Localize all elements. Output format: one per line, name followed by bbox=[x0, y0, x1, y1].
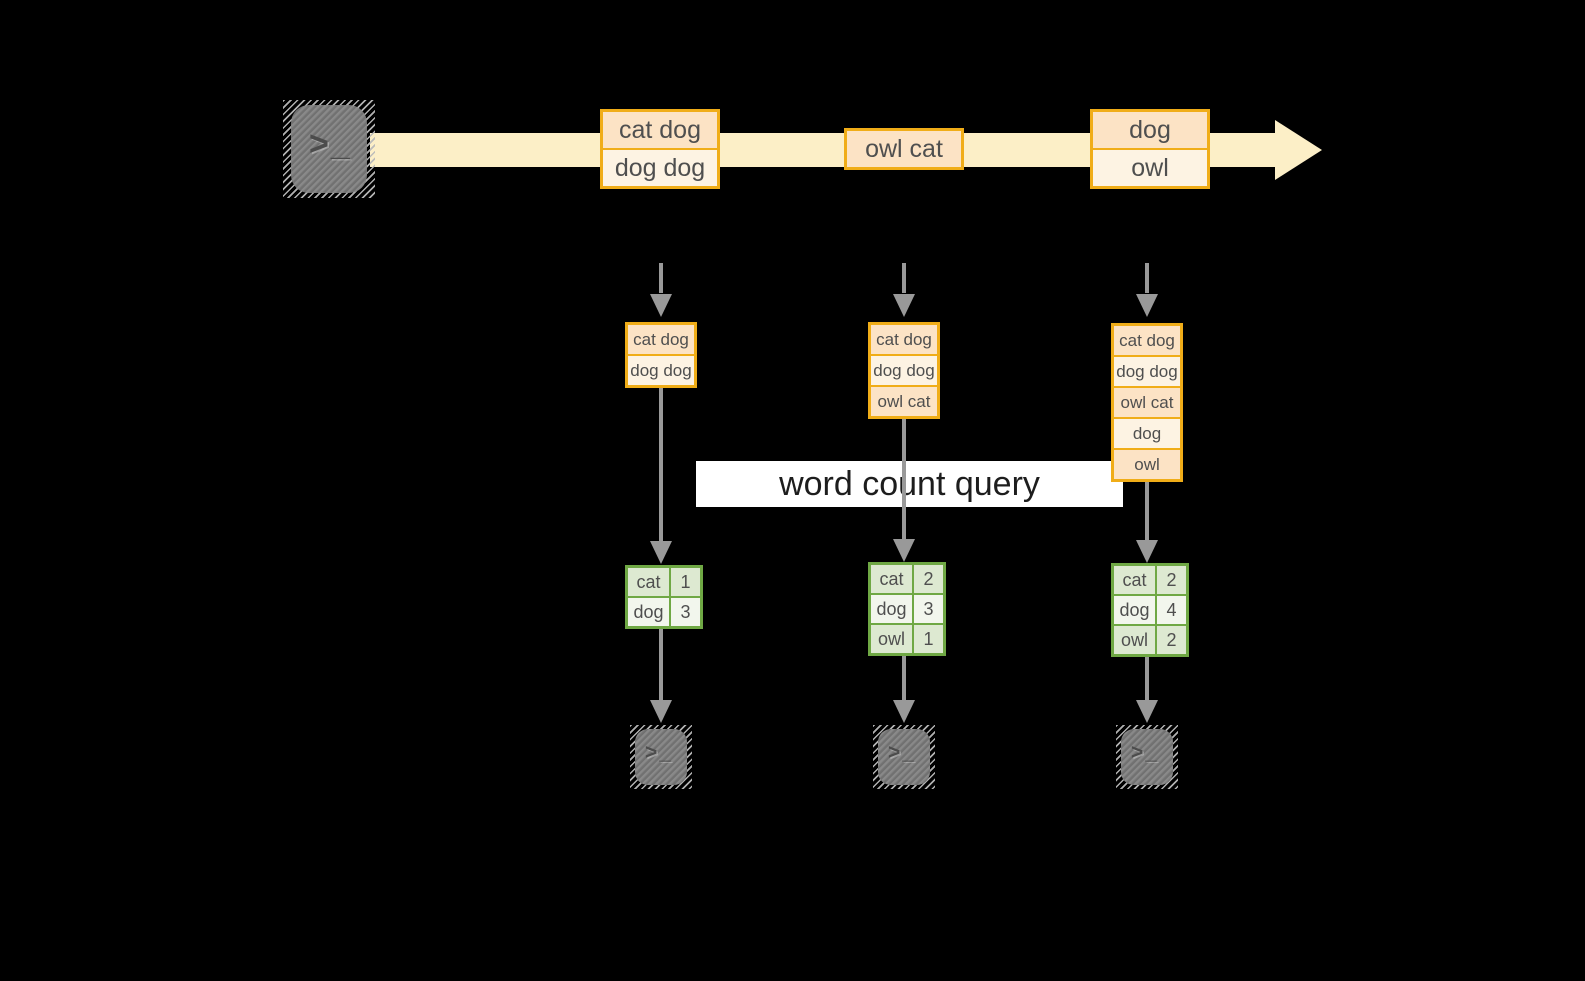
count-cell: 2 bbox=[923, 568, 934, 589]
prompt-cursor: _ bbox=[902, 741, 916, 764]
count-row: owl 1 bbox=[871, 623, 943, 653]
down-arrowhead-icon bbox=[650, 294, 672, 317]
word-cell: cat bbox=[871, 565, 914, 593]
terminal-screen: >_ bbox=[1121, 729, 1173, 785]
counts-table-3: cat 2 dog 4 owl 2 bbox=[1111, 563, 1189, 657]
flow-line bbox=[902, 419, 906, 540]
terminal-prompt-icon: >_ bbox=[309, 127, 352, 161]
count-cell: 3 bbox=[923, 598, 934, 619]
down-arrowhead-icon bbox=[650, 541, 672, 564]
prompt-chevron: > bbox=[309, 125, 331, 163]
count-cell: 1 bbox=[923, 628, 934, 649]
buffer-stack-2: cat dog dog dog owl cat bbox=[868, 322, 940, 419]
count-cell: 2 bbox=[1166, 629, 1177, 650]
word-cell: owl bbox=[1114, 626, 1157, 654]
count-row: owl 2 bbox=[1114, 624, 1186, 654]
buffer-row: owl cat bbox=[871, 385, 937, 416]
buffer-row: cat dog bbox=[871, 325, 937, 354]
prompt-chevron: > bbox=[645, 741, 660, 764]
count-cell: 3 bbox=[680, 601, 691, 622]
down-arrowhead-icon bbox=[893, 294, 915, 317]
word-cell: dog bbox=[871, 595, 914, 623]
flow-line bbox=[1145, 482, 1149, 541]
buffer-row: dog dog bbox=[628, 354, 694, 385]
count-row: cat 2 bbox=[1114, 566, 1186, 594]
sink-terminal-icon: >_ bbox=[630, 725, 692, 789]
timeline-event-box-3: dog owl bbox=[1090, 109, 1210, 189]
count-row: cat 2 bbox=[871, 565, 943, 593]
word-count-query-banner: word count query bbox=[696, 461, 1123, 507]
buffer-row: dog dog bbox=[1114, 355, 1180, 386]
prompt-cursor: _ bbox=[1145, 741, 1159, 764]
terminal-prompt-icon: >_ bbox=[1131, 742, 1159, 763]
count-row: dog 4 bbox=[1114, 594, 1186, 624]
flow-line bbox=[902, 656, 906, 701]
sink-terminal-icon: >_ bbox=[873, 725, 935, 789]
word-cell: owl bbox=[871, 625, 914, 653]
flow-line bbox=[1145, 657, 1149, 701]
event-label: dog dog bbox=[603, 148, 717, 186]
buffer-row: cat dog bbox=[1114, 326, 1180, 355]
count-row: cat 1 bbox=[628, 568, 700, 596]
dashed-down-arrow bbox=[902, 263, 906, 293]
sink-terminal-icon: >_ bbox=[1116, 725, 1178, 789]
buffer-row: owl cat bbox=[1114, 386, 1180, 417]
down-arrowhead-icon bbox=[650, 700, 672, 723]
buffer-row: cat dog bbox=[628, 325, 694, 354]
event-label: owl bbox=[1093, 148, 1207, 186]
prompt-chevron: > bbox=[1131, 741, 1146, 764]
event-label: dog bbox=[1093, 112, 1207, 148]
terminal-screen: >_ bbox=[291, 105, 367, 193]
flow-line bbox=[659, 388, 663, 541]
dashed-down-arrow bbox=[1145, 263, 1149, 293]
down-arrowhead-icon bbox=[893, 700, 915, 723]
word-cell: cat bbox=[628, 568, 671, 596]
event-stream-arrowhead-icon bbox=[1275, 120, 1322, 180]
word-cell: dog bbox=[628, 598, 671, 626]
buffer-stack-1: cat dog dog dog bbox=[625, 322, 697, 388]
timeline-event-box-1: cat dog dog dog bbox=[600, 109, 720, 189]
count-row: dog 3 bbox=[628, 596, 700, 626]
timeline-event-box-2: owl cat bbox=[844, 128, 964, 170]
event-label: owl cat bbox=[847, 131, 961, 167]
count-cell: 2 bbox=[1166, 569, 1177, 590]
word-cell: dog bbox=[1114, 596, 1157, 624]
down-arrowhead-icon bbox=[1136, 700, 1158, 723]
terminal-screen: >_ bbox=[635, 729, 687, 785]
count-cell: 4 bbox=[1166, 599, 1177, 620]
down-arrowhead-icon bbox=[1136, 540, 1158, 563]
source-terminal-icon: >_ bbox=[283, 100, 375, 198]
buffer-row: dog bbox=[1114, 417, 1180, 448]
word-cell: cat bbox=[1114, 566, 1157, 594]
down-arrowhead-icon bbox=[1136, 294, 1158, 317]
counts-table-2: cat 2 dog 3 owl 1 bbox=[868, 562, 946, 656]
buffer-row: owl bbox=[1114, 448, 1180, 479]
dashed-down-arrow bbox=[659, 263, 663, 293]
down-arrowhead-icon bbox=[893, 539, 915, 562]
flow-line bbox=[659, 629, 663, 701]
terminal-screen: >_ bbox=[878, 729, 930, 785]
count-row: dog 3 bbox=[871, 593, 943, 623]
count-cell: 1 bbox=[680, 571, 691, 592]
prompt-cursor: _ bbox=[659, 741, 673, 764]
terminal-prompt-icon: >_ bbox=[645, 742, 673, 763]
prompt-chevron: > bbox=[888, 741, 903, 764]
event-label: cat dog bbox=[603, 112, 717, 148]
buffer-stack-3: cat dog dog dog owl cat dog owl bbox=[1111, 323, 1183, 482]
buffer-row: dog dog bbox=[871, 354, 937, 385]
counts-table-1: cat 1 dog 3 bbox=[625, 565, 703, 629]
terminal-prompt-icon: >_ bbox=[888, 742, 916, 763]
prompt-cursor: _ bbox=[330, 125, 352, 163]
